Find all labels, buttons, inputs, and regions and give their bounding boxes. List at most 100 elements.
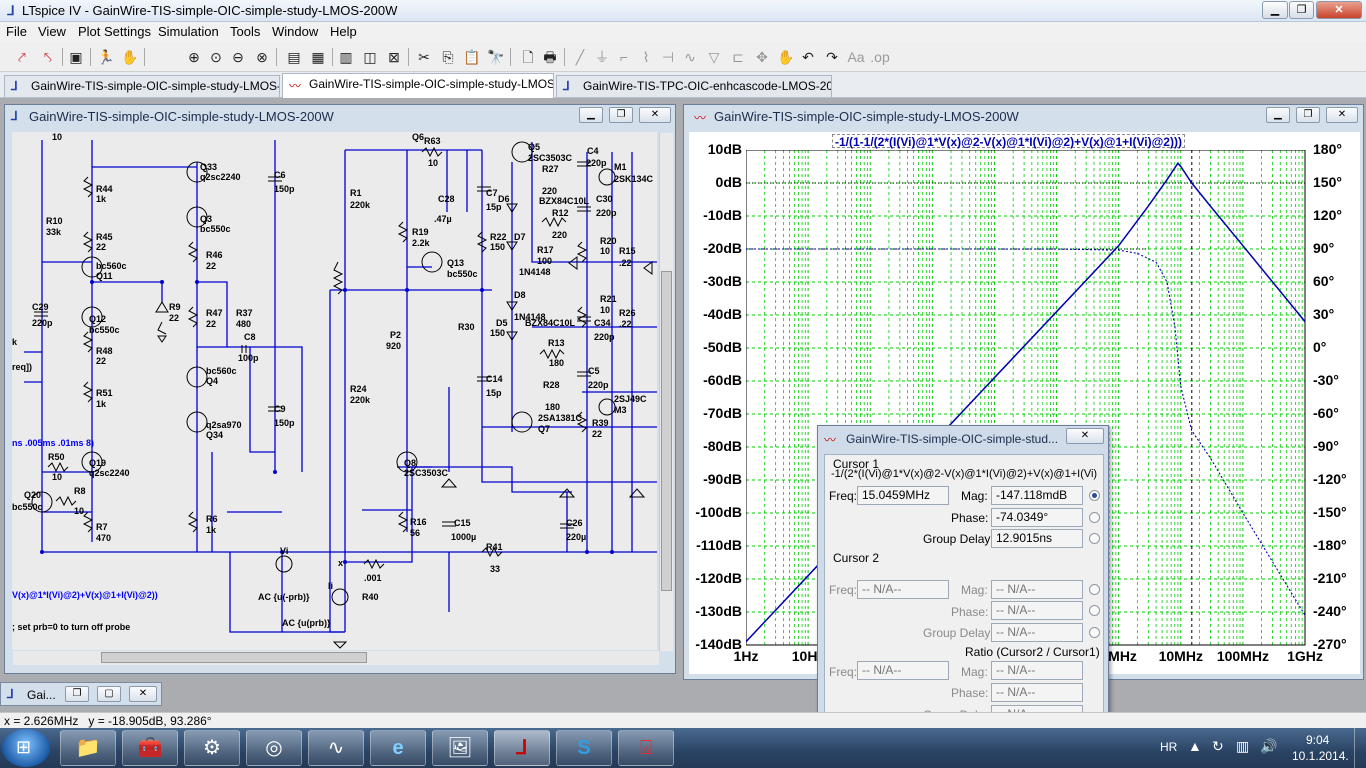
spice-directive-text[interactable]: ns .005ms .01ms 8) bbox=[12, 438, 95, 448]
cursor2-group-delay-field[interactable]: -- N/A-- bbox=[991, 623, 1083, 642]
comment-text[interactable]: ; set prb=0 to turn off probe bbox=[12, 622, 131, 632]
sync-icon[interactable]: ↻ bbox=[1212, 738, 1224, 754]
minimized-window[interactable]: ⅃ Gai... ❐ ▢ ✕ bbox=[0, 682, 162, 706]
volume-icon[interactable]: 🔊 bbox=[1260, 738, 1278, 754]
open-file-icon[interactable]: ⤣ bbox=[44, 49, 52, 65]
cursor2-phase-radio[interactable] bbox=[1089, 605, 1100, 616]
cascade-icon[interactable]: ◫ bbox=[363, 49, 377, 65]
mini-restore-button[interactable]: ❐ bbox=[65, 686, 89, 702]
mag-radio[interactable] bbox=[1089, 490, 1100, 501]
schematic-hscrollbar[interactable] bbox=[13, 651, 659, 665]
cut-icon[interactable]: ✂ bbox=[418, 49, 430, 65]
cursor2-mag-field[interactable]: -- N/A-- bbox=[991, 580, 1083, 599]
move-icon[interactable]: ✥ bbox=[756, 49, 768, 65]
pdf-taskbar-button[interactable]: ⍓ bbox=[618, 730, 674, 766]
ltspice-taskbar-button[interactable]: ⅃ bbox=[494, 730, 550, 766]
schematic-vscrollbar[interactable] bbox=[659, 133, 673, 651]
trace-expression-label[interactable]: -1/(1-1/(2*(I(Vi)@1*V(x)@2-V(x)@1*I(Vi)@… bbox=[832, 134, 1185, 149]
ratio-freq-field[interactable]: -- N/A-- bbox=[857, 661, 949, 680]
show-hidden-icons-icon[interactable]: ▲ bbox=[1188, 738, 1202, 754]
cursor-dialog-close-button[interactable]: ✕ bbox=[1066, 428, 1104, 444]
print-preview-icon[interactable]: 🗋 bbox=[522, 49, 534, 65]
app-taskbar-button[interactable]: ⚙ bbox=[184, 730, 240, 766]
ground-icon[interactable]: ⏚ bbox=[595, 49, 609, 65]
text-icon[interactable]: Aa bbox=[847, 49, 865, 65]
tab-waveform[interactable]: 〰 GainWire-TIS-simple-OIC-simple-study-L… bbox=[282, 73, 554, 98]
mini-close-button[interactable]: ✕ bbox=[129, 686, 157, 702]
component-icon[interactable]: ⊏ bbox=[732, 49, 744, 65]
start-button[interactable]: ⊞ bbox=[2, 729, 50, 767]
app-taskbar-button[interactable]: 🧰 bbox=[122, 730, 178, 766]
halt-icon[interactable]: ✋ bbox=[121, 49, 139, 65]
plot-minimize-button[interactable]: ▁ bbox=[1266, 107, 1290, 123]
restore-button[interactable]: ❐ bbox=[1289, 1, 1314, 19]
undo-icon[interactable]: ↶ bbox=[802, 49, 814, 65]
clock-date[interactable]: 10.1.2014. bbox=[1292, 749, 1349, 763]
ie-taskbar-button[interactable]: e bbox=[370, 730, 426, 766]
minimize-button[interactable]: ▁ bbox=[1262, 1, 1288, 19]
language-indicator[interactable]: HR bbox=[1160, 740, 1178, 754]
run-icon[interactable]: 🏃 bbox=[97, 49, 115, 65]
menu-plot-settings[interactable]: Plot Settings bbox=[78, 24, 151, 39]
menu-window[interactable]: Window bbox=[272, 24, 319, 39]
find-icon[interactable]: 🔭 bbox=[487, 49, 505, 65]
autorange-icon[interactable]: ▤ bbox=[287, 49, 301, 65]
network-icon[interactable]: ▥ bbox=[1236, 738, 1250, 754]
show-desktop-button[interactable] bbox=[1354, 728, 1366, 768]
spice-directive-icon[interactable]: .op bbox=[870, 49, 890, 65]
plot-close-button[interactable]: ✕ bbox=[1326, 107, 1358, 123]
cursor1-freq-field[interactable]: 15.0459MHz bbox=[857, 486, 949, 505]
redo-icon[interactable]: ↷ bbox=[826, 49, 838, 65]
inductor-icon[interactable]: ∿ bbox=[684, 49, 696, 65]
group-delay-radio[interactable] bbox=[1089, 533, 1100, 544]
wire-icon[interactable]: ╱ bbox=[575, 49, 585, 65]
tab-schematic-1[interactable]: ⅃ GainWire-TIS-simple-OIC-simple-study-L… bbox=[4, 75, 280, 97]
drag-icon[interactable]: ✋ bbox=[777, 49, 795, 65]
cursor2-phase-field[interactable]: -- N/A-- bbox=[991, 601, 1083, 620]
spice-directive-text[interactable]: V(x)@1*I(Vi)@2)+V(x)@1+I(Vi)@2)) bbox=[12, 590, 158, 600]
menu-file[interactable]: File bbox=[6, 24, 27, 39]
close-button[interactable]: ✕ bbox=[1316, 1, 1362, 19]
schematic-close-button[interactable]: ✕ bbox=[639, 107, 671, 123]
pan-icon[interactable]: ⊙ bbox=[210, 49, 222, 65]
capacitor-icon[interactable]: ⊣ bbox=[661, 49, 675, 65]
cursor2-mag-radio[interactable] bbox=[1089, 584, 1100, 595]
app-taskbar-button[interactable]: 🖼 bbox=[432, 730, 488, 766]
label-icon[interactable]: ⌐ bbox=[619, 49, 629, 65]
zoom-full-icon[interactable]: ⊗ bbox=[256, 49, 268, 65]
oscilloscope-taskbar-button[interactable]: ∿ bbox=[308, 730, 364, 766]
cursor1-group-delay-field[interactable]: 12.9015ns bbox=[991, 529, 1083, 548]
cursor2-group-delay-radio[interactable] bbox=[1089, 627, 1100, 638]
app-taskbar-button[interactable]: ◎ bbox=[246, 730, 302, 766]
menu-view[interactable]: View bbox=[38, 24, 66, 39]
tab-schematic-2[interactable]: ⅃ GainWire-TIS-TPC-OIC-enhcascode-LMOS-2… bbox=[556, 75, 832, 97]
ratio-phase-field[interactable]: -- N/A-- bbox=[991, 683, 1083, 702]
copy-icon[interactable]: ⎘ bbox=[442, 49, 454, 65]
schematic-restore-button[interactable]: ❐ bbox=[609, 107, 633, 123]
zoom-out-icon[interactable]: ⊖ bbox=[232, 49, 244, 65]
skype-taskbar-button[interactable]: S bbox=[556, 730, 612, 766]
menu-tools[interactable]: Tools bbox=[230, 24, 261, 39]
resistor-icon[interactable]: ⌇ bbox=[642, 49, 650, 65]
mini-maximize-button[interactable]: ▢ bbox=[97, 686, 121, 702]
schematic-minimize-button[interactable]: ▁ bbox=[579, 107, 603, 123]
save-icon[interactable]: ▣ bbox=[69, 49, 83, 65]
diode-icon[interactable]: ▽ bbox=[708, 49, 720, 65]
explorer-taskbar-button[interactable]: 📁 bbox=[60, 730, 116, 766]
menu-help[interactable]: Help bbox=[330, 24, 357, 39]
hscroll-thumb[interactable] bbox=[101, 652, 367, 663]
open-file-icon[interactable]: ⤤ bbox=[18, 49, 26, 65]
cursor-icon[interactable]: ▦ bbox=[311, 49, 325, 65]
ratio-mag-field[interactable]: -- N/A-- bbox=[991, 661, 1083, 680]
vscroll-thumb[interactable] bbox=[661, 271, 672, 591]
close-all-icon[interactable]: ⊠ bbox=[388, 49, 400, 65]
menu-simulation[interactable]: Simulation bbox=[158, 24, 219, 39]
cursor1-phase-field[interactable]: -74.0349° bbox=[991, 508, 1083, 527]
tile-icon[interactable]: ▥ bbox=[339, 49, 353, 65]
print-icon[interactable]: 🖶 bbox=[543, 49, 557, 65]
zoom-in-icon[interactable]: ⊕ bbox=[188, 49, 200, 65]
cursor1-mag-field[interactable]: -147.118mdB bbox=[991, 486, 1083, 505]
plot-restore-button[interactable]: ❐ bbox=[1296, 107, 1320, 123]
cursor2-freq-field[interactable]: -- N/A-- bbox=[857, 580, 949, 599]
phase-radio[interactable] bbox=[1089, 512, 1100, 523]
